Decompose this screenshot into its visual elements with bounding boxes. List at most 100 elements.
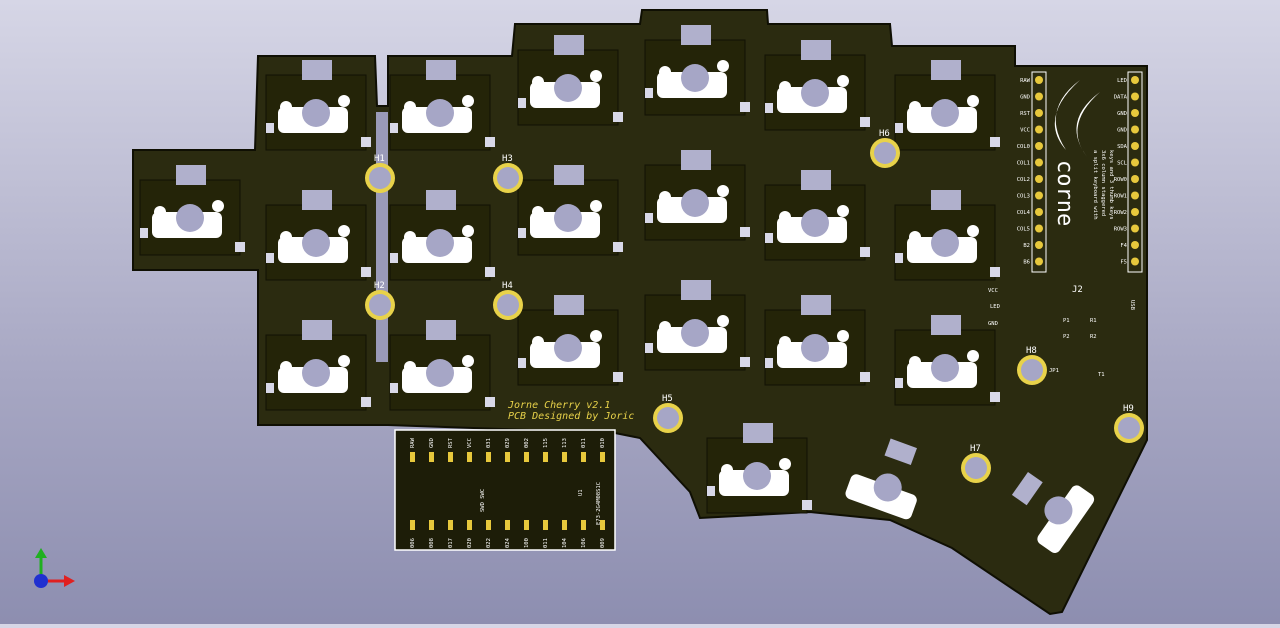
- key-switch-footprint: [265, 60, 371, 151]
- svg-text:corne: corne: [1052, 160, 1077, 226]
- corne-logo: corne a split keyboard with 3x6 column s…: [1052, 80, 1114, 226]
- module-pin-label: 010: [600, 438, 606, 448]
- key-switch-footprint: [265, 320, 371, 411]
- header-pin-label: COL1: [1017, 161, 1030, 167]
- resistor-r1-label: R1: [1090, 318, 1097, 324]
- module-pin-label: 017: [448, 538, 454, 548]
- key-switch-footprint: [389, 320, 495, 411]
- mounting-hole: H7: [961, 444, 991, 483]
- mounting-hole-label: H6: [879, 129, 890, 139]
- module-pin-label: 008: [429, 538, 435, 548]
- header-strip-left: [1031, 71, 1047, 273]
- header-pin-label: DATA: [1114, 95, 1128, 101]
- connector-j2-label: J2: [1072, 285, 1083, 295]
- board-credit-line1: Jorne Cherry v2.1: [507, 400, 610, 411]
- module-pin-label: 006: [410, 538, 416, 548]
- module-pin-label: 104: [562, 537, 568, 548]
- mounting-hole: H3: [493, 154, 523, 193]
- module-pin-label: 106: [581, 538, 587, 548]
- module-pin-label: 115: [543, 438, 549, 448]
- key-switch-footprint: [517, 35, 623, 126]
- module-ref-label: U1: [578, 489, 584, 496]
- module-name-label: E73-2G4M08S1C: [596, 482, 602, 525]
- header-pin-label: ROW0: [1114, 177, 1127, 183]
- key-switch-footprint: [894, 190, 1000, 281]
- module-pin-label: 011: [543, 538, 549, 548]
- key-switch-footprint: [517, 165, 623, 256]
- board-credit-line2: PCB Designed by Joric: [508, 411, 634, 422]
- module-pin-label: 009: [600, 538, 606, 548]
- key-switch-footprint: [389, 190, 495, 281]
- mounting-hole: H2: [365, 281, 395, 320]
- axes-gizmo: [34, 548, 75, 588]
- module-pins-bottom: 006 008 017 020 022 024 100 011 104 106 009: [410, 520, 606, 548]
- mounting-hole: H5: [653, 394, 683, 433]
- header-pin-label: COL5: [1017, 227, 1030, 233]
- module-pin-label: 002: [524, 438, 530, 448]
- key-switch-footprint: [764, 40, 870, 131]
- module-pin-label: RST: [448, 437, 454, 448]
- key-switch-footprint: [894, 60, 1000, 151]
- header-pin-label: GND: [1020, 95, 1030, 101]
- mounting-hole-label: H3: [502, 154, 513, 164]
- svg-text:a split keyboard with: a split keyboard with: [1092, 150, 1098, 220]
- header-pin-label: SDA: [1117, 144, 1128, 150]
- power-label-vcc: VCC: [988, 288, 998, 294]
- header-pin-label: LED: [1117, 78, 1127, 84]
- svg-text:3x6 column staggered: 3x6 column staggered: [1100, 150, 1106, 216]
- header-pin-label: COL0: [1017, 144, 1030, 150]
- power-label-gnd: GND: [988, 321, 998, 327]
- key-switch-footprint: [265, 190, 371, 281]
- module-pin-label: 031: [486, 438, 492, 448]
- svg-text:keys and 3 thumb keys: keys and 3 thumb keys: [1108, 150, 1114, 220]
- power-label-led: LED: [990, 304, 1000, 310]
- module-pin-label: VCC: [467, 438, 473, 448]
- mounting-hole: H6: [870, 129, 900, 168]
- mounting-hole: H4: [493, 281, 523, 320]
- header-pin-label: COL2: [1017, 177, 1030, 183]
- usb-label: USB: [1129, 300, 1135, 311]
- module-pin-label: 024: [505, 537, 511, 548]
- header-pin-label: SCL: [1117, 161, 1128, 167]
- relief-slot: [376, 112, 388, 362]
- header-pin-label: GND: [1117, 111, 1127, 117]
- key-switch-footprint: [139, 165, 245, 256]
- resistor-r2-label: R2: [1090, 334, 1097, 340]
- mounting-hole: H1: [365, 154, 395, 193]
- module-pin-label: 100: [524, 538, 530, 548]
- key-switch-footprint: [706, 423, 812, 514]
- key-switch-footprint: [764, 295, 870, 386]
- module-pin-label: RAW: [410, 437, 416, 448]
- header-pin-label: COL3: [1017, 194, 1030, 200]
- mounting-hole-label: H7: [970, 444, 981, 454]
- key-switch-footprint: [644, 150, 750, 241]
- header-strip-right: [1127, 71, 1143, 273]
- key-switch-footprint: [894, 315, 1000, 406]
- thumb-key-footprint: [1011, 471, 1095, 553]
- key-switch-footprint: [517, 295, 623, 386]
- header-pin-label: ROW1: [1114, 194, 1127, 200]
- mounting-hole-label: H8: [1026, 346, 1037, 356]
- header-pin-label: F4: [1120, 243, 1127, 249]
- key-switch-footprint: [389, 60, 495, 151]
- module-pin-label: 113: [562, 438, 568, 448]
- key-footprints: [139, 25, 1095, 553]
- mounting-hole-label: H9: [1123, 404, 1134, 414]
- module-pin-label: 022: [486, 538, 492, 548]
- mounting-hole-label: H1: [374, 154, 385, 164]
- key-switch-footprint: [764, 170, 870, 261]
- jumper-jp1-label: JP1: [1049, 368, 1059, 374]
- header-pin-label: GND: [1117, 128, 1127, 134]
- header-pin-label: RST: [1020, 111, 1031, 117]
- swd-label: SWD SWC: [480, 489, 486, 512]
- mounting-hole-label: H5: [662, 394, 673, 404]
- module-pin-label: 020: [467, 538, 473, 548]
- module-pin-label: 011: [581, 438, 587, 448]
- header-pin-label: VCC: [1020, 128, 1030, 134]
